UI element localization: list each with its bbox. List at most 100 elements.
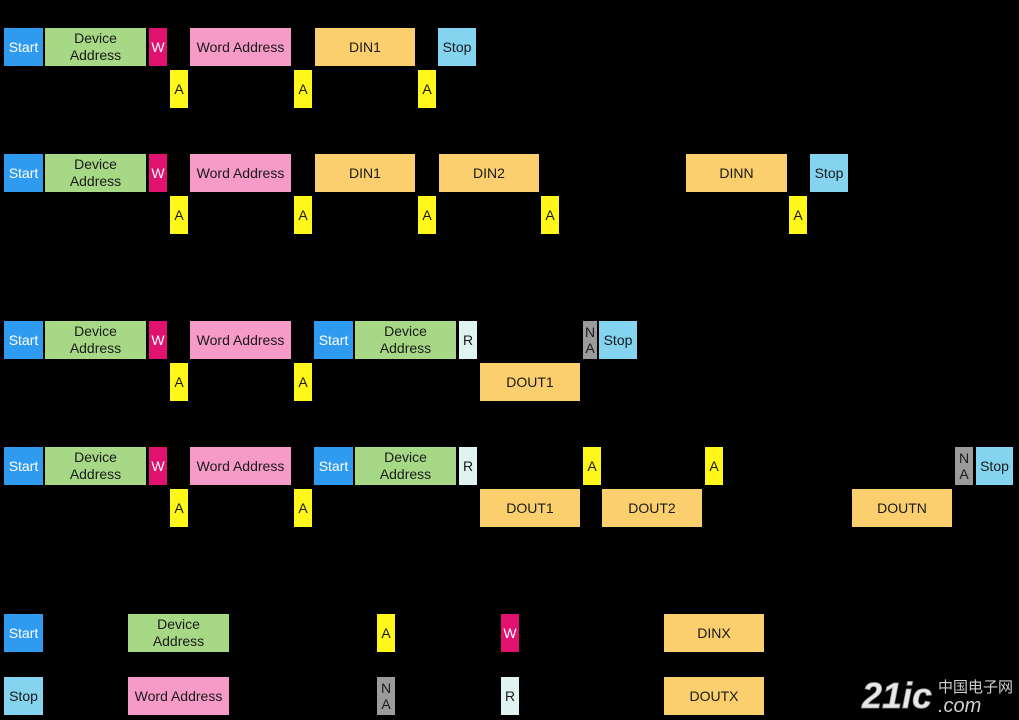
din1-block: DIN1 xyxy=(315,28,415,66)
dout1-block: DOUT1 xyxy=(480,489,580,527)
master-ack-block: A xyxy=(583,447,601,485)
din1-label: DIN1 xyxy=(349,164,381,181)
device-label-1: Device xyxy=(384,449,427,465)
dinx-label: DINX xyxy=(697,624,731,641)
start-block: Start xyxy=(4,321,43,359)
legend-start: Start xyxy=(4,614,43,652)
a-label: A xyxy=(381,624,391,641)
ack-block: A xyxy=(294,196,312,234)
svg-text:.com: .com xyxy=(938,695,981,717)
start-block: Start xyxy=(4,154,43,192)
word-label: Word Address xyxy=(196,331,285,348)
ack-block: A xyxy=(541,196,559,234)
a-label: A xyxy=(587,457,597,474)
dout2-block: DOUT2 xyxy=(602,489,702,527)
ack-block: A xyxy=(170,489,188,527)
start-label: Start xyxy=(8,457,39,474)
stop-block: Stop xyxy=(810,154,848,192)
device-label-2: Address xyxy=(379,340,432,356)
ack-block: A xyxy=(170,363,188,401)
device-label-1: Device xyxy=(74,156,117,172)
word-address-block: Word Address xyxy=(190,154,291,192)
start-block: Start xyxy=(4,28,43,66)
device-label-2: Address xyxy=(379,466,432,482)
repeated-start-block: Start xyxy=(314,447,353,485)
start-label: Start xyxy=(318,331,349,348)
watermark-logo: 21ic 中国电子网 .com xyxy=(861,675,1013,717)
device-label-1: Device xyxy=(74,449,117,465)
din2-block: DIN2 xyxy=(439,154,539,192)
write-bit-block: W xyxy=(149,447,167,485)
device-label-1: Device xyxy=(157,616,200,632)
din1-block: DIN1 xyxy=(315,154,415,192)
device-label-2: Address xyxy=(69,340,122,356)
device-label-1: Device xyxy=(74,30,117,46)
read-bit-block: R xyxy=(459,321,477,359)
dout1-block: DOUT1 xyxy=(480,363,580,401)
start-label: Start xyxy=(318,457,349,474)
a-label: A xyxy=(174,80,184,97)
legend-dinx: DINX xyxy=(664,614,764,652)
a-label: A xyxy=(298,80,308,97)
stop-label: Stop xyxy=(442,38,472,55)
write-bit-block: W xyxy=(149,28,167,66)
dinn-block: DINN xyxy=(686,154,787,192)
device-label-2: Address xyxy=(69,173,122,189)
din1-label: DIN1 xyxy=(349,38,381,55)
master-ack-block: A xyxy=(705,447,723,485)
ack-block: A xyxy=(170,70,188,108)
dout2-label: DOUT2 xyxy=(628,499,676,516)
na-label-2: A xyxy=(585,340,595,356)
na-label-1: N xyxy=(584,324,596,340)
stop-label: Stop xyxy=(603,331,633,348)
start-label: Start xyxy=(8,624,39,641)
a-label: A xyxy=(174,373,184,390)
stop-block: Stop xyxy=(976,447,1013,485)
device-label-2: Address xyxy=(152,633,205,649)
na-label-2: A xyxy=(959,466,969,482)
din2-label: DIN2 xyxy=(473,164,505,181)
stop-block: Stop xyxy=(599,321,637,359)
legend-read-bit: R xyxy=(501,677,519,715)
a-label: A xyxy=(422,206,432,223)
na-label-1: N xyxy=(958,450,970,466)
device-label-1: Device xyxy=(74,323,117,339)
a-label: A xyxy=(174,206,184,223)
a-label: A xyxy=(545,206,555,223)
w-label: W xyxy=(503,624,517,641)
a-label: A xyxy=(298,206,308,223)
svg-text:21ic: 21ic xyxy=(861,675,932,716)
word-address-block: Word Address xyxy=(190,447,291,485)
word-address-block: Word Address xyxy=(190,28,291,66)
ack-block: A xyxy=(418,196,436,234)
a-label: A xyxy=(298,373,308,390)
stop-label: Stop xyxy=(980,457,1009,474)
a-label: A xyxy=(793,206,803,223)
legend-doutx: DOUTX xyxy=(664,677,764,715)
w-label: W xyxy=(151,38,165,55)
write-bit-block: W xyxy=(149,321,167,359)
w-label: W xyxy=(151,457,165,474)
dout1-label: DOUT1 xyxy=(506,373,554,390)
word-label: Word Address xyxy=(196,164,285,181)
ack-block: A xyxy=(789,196,807,234)
write-bit-block: W xyxy=(149,154,167,192)
doutn-block: DOUTN xyxy=(852,489,952,527)
device-label-2: Address xyxy=(69,47,122,63)
ack-block: A xyxy=(294,363,312,401)
legend-stop: Stop xyxy=(4,677,43,715)
doutn-label: DOUTN xyxy=(877,499,927,516)
ack-block: A xyxy=(294,489,312,527)
na-label-1: N xyxy=(380,680,392,696)
